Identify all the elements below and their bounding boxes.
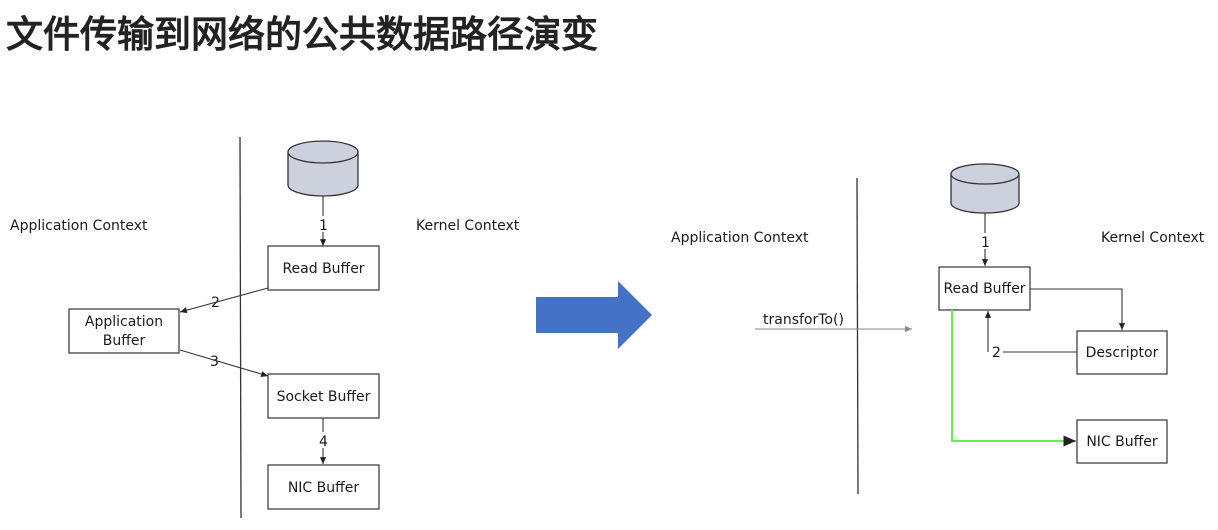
left-nic-buffer-box: NIC Buffer [267,464,380,510]
left-kernel-context-label: Kernel Context [416,218,520,234]
right-step2-label: 2 [992,345,1001,361]
left-step4-label: 4 [319,434,328,450]
page-title: 文件传输到网络的公共数据路径演变 [6,13,598,56]
right-disk-icon [950,163,1020,214]
left-application-buffer-label-line1: Application [85,314,163,330]
transition-arrow-icon [536,281,652,349]
left-step2-label: 2 [211,295,220,311]
right-transferto-label: transforTo() [763,312,844,328]
left-read-buffer-label: Read Buffer [282,261,364,277]
left-arrow-step2 [179,287,269,314]
right-application-context-label: Application Context [671,230,809,246]
right-kernel-context-label: Kernel Context [1101,230,1205,246]
right-arrow-to-descriptor [1030,288,1126,330]
left-socket-buffer-box: Socket Buffer [267,373,380,419]
left-socket-buffer-label: Socket Buffer [277,389,371,405]
left-application-buffer-label-line2: Buffer [103,333,146,349]
right-read-buffer-label: Read Buffer [943,281,1025,297]
left-diagram: Application Context Kernel Context 1 Rea… [10,136,520,519]
left-step3-label: 3 [210,354,219,370]
right-read-buffer-box: Read Buffer [938,266,1031,311]
left-arrow-step3 [179,349,269,377]
left-application-buffer-box: Application Buffer [68,308,180,354]
left-application-context-label: Application Context [10,218,148,234]
left-step1-label: 1 [319,218,328,234]
right-nic-buffer-box: NIC Buffer [1076,419,1168,464]
right-green-dma-path [951,310,1076,447]
left-context-divider [239,136,242,519]
left-read-buffer-box: Read Buffer [267,245,380,291]
left-nic-buffer-label: NIC Buffer [288,480,360,496]
right-diagram: Application Context Kernel Context trans… [671,163,1205,495]
left-disk-icon [287,140,359,197]
right-descriptor-box: Descriptor [1076,330,1168,375]
right-context-divider [856,177,859,495]
right-nic-buffer-label: NIC Buffer [1086,434,1158,450]
right-descriptor-label: Descriptor [1086,345,1159,361]
right-step1-label: 1 [981,235,990,251]
